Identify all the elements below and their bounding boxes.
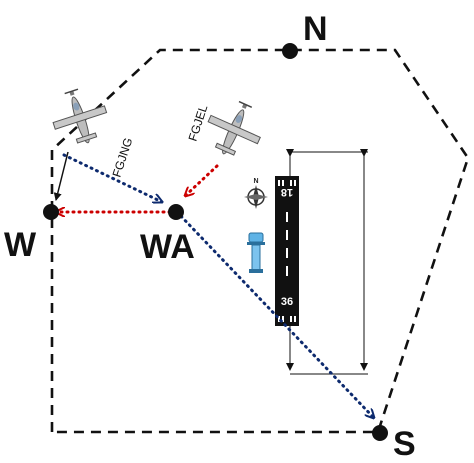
callsign-fgjel: FGJEL (186, 103, 211, 143)
waypoint-n (282, 43, 298, 59)
fgjel-track (54, 164, 219, 212)
label-s: S (393, 425, 416, 463)
label-n: N (303, 10, 328, 48)
fgjng-to-w-line (53, 151, 69, 201)
waypoint-s (372, 425, 388, 441)
waypoint-wa (168, 204, 184, 220)
callsign-fgjng: FGJNG (110, 136, 136, 179)
runway-36-label: 36 (281, 296, 293, 308)
airplane-icon-fgjng (44, 82, 115, 152)
label-w: W (4, 226, 37, 264)
compass-rose-icon: N (244, 178, 268, 209)
svg-text:N: N (253, 178, 258, 185)
runway-18-label: 18 (281, 186, 293, 198)
label-wa: WA (140, 228, 195, 266)
runway: 18 36 (275, 176, 299, 326)
zone-boundary (50, 48, 470, 434)
fgjng-track (62, 153, 374, 418)
airplane-icon-fgjel (198, 92, 271, 166)
control-tower-icon (247, 232, 265, 273)
waypoint-w (43, 204, 59, 220)
